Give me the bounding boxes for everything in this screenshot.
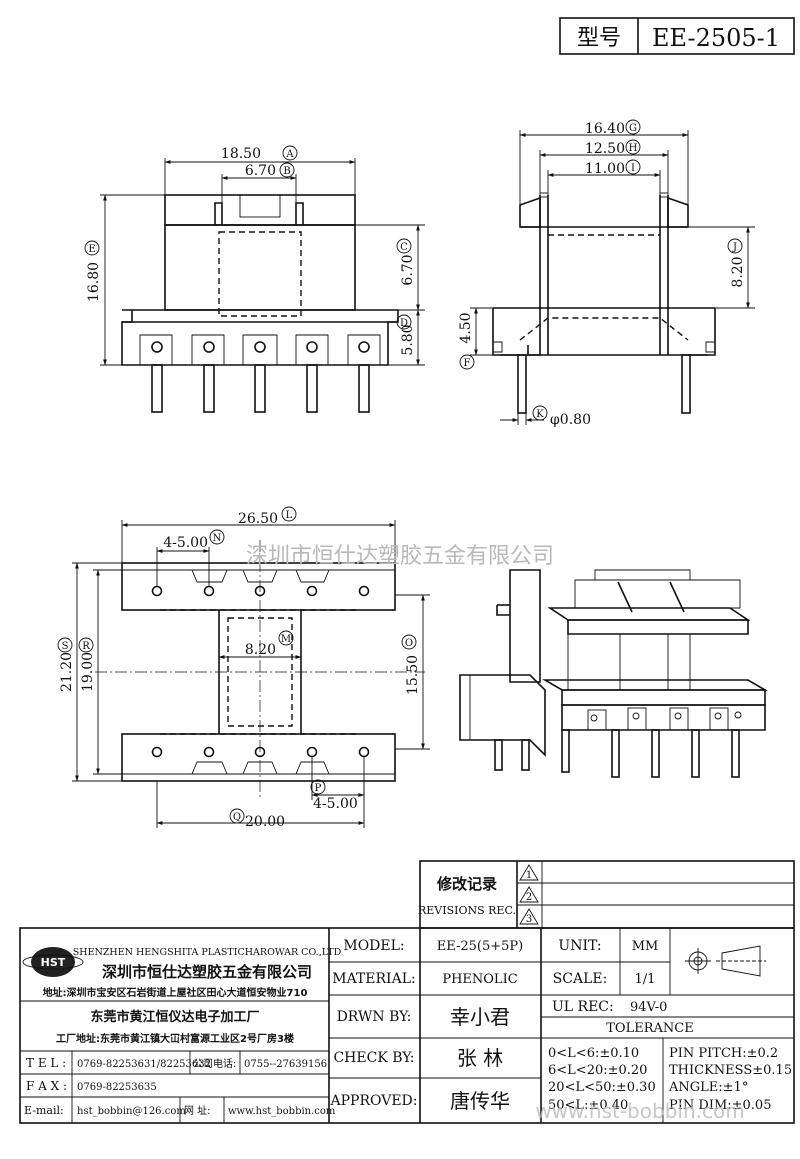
part-number: EE-2505-1 bbox=[652, 24, 780, 52]
svg-text:APPROVED:: APPROVED: bbox=[330, 1093, 418, 1109]
revisions-label-cn: 修改记录 bbox=[436, 875, 497, 893]
svg-text:F: F bbox=[464, 358, 471, 369]
svg-text:张 林: 张 林 bbox=[457, 1046, 503, 1070]
svg-text:19.00: 19.00 bbox=[80, 652, 96, 692]
center-watermark: 深圳市恒仕达塑胶五金有限公司 bbox=[246, 544, 554, 569]
svg-text:ANGLE:±1°: ANGLE:±1° bbox=[668, 1080, 748, 1095]
revision-block: 修改记录 REVISIONS REC. 1 2 3 bbox=[418, 860, 795, 929]
part-number-box: 型号 EE-2505-1 bbox=[559, 17, 795, 55]
revisions-label-en: REVISIONS REC. bbox=[418, 904, 516, 917]
svg-text:公司电话:: 公司电话: bbox=[193, 1057, 236, 1070]
svg-text:PIN DIM:±0.05: PIN DIM:±0.05 bbox=[669, 1098, 771, 1113]
svg-text:4-5.00: 4-5.00 bbox=[163, 535, 208, 551]
front-view: 18.50 A 6.70 B 16.80 E 6.70 C 5.80 D bbox=[84, 145, 425, 413]
svg-text:5.80: 5.80 bbox=[400, 324, 416, 355]
svg-text:N: N bbox=[213, 533, 222, 544]
svg-text:TOLERANCE: TOLERANCE bbox=[606, 1021, 693, 1036]
svg-text:www.hst_bobbin.com: www.hst_bobbin.com bbox=[228, 1106, 336, 1117]
svg-text:EE-25(5+5P): EE-25(5+5P) bbox=[437, 939, 523, 954]
svg-text:φ0.80: φ0.80 bbox=[550, 412, 591, 428]
svg-text:4.50: 4.50 bbox=[458, 312, 474, 343]
svg-text:6.70: 6.70 bbox=[245, 163, 276, 179]
company-name-en: SHENZHEN HENGSHITA PLASTICHAROWAR CO.,LT… bbox=[73, 947, 342, 958]
svg-text:UL REC:: UL REC: bbox=[552, 999, 614, 1015]
svg-text:1: 1 bbox=[526, 870, 532, 881]
svg-text:8.20: 8.20 bbox=[245, 642, 276, 658]
type-label: 型号 bbox=[577, 26, 621, 51]
svg-text:B: B bbox=[283, 166, 290, 177]
svg-text:唐传华: 唐传华 bbox=[450, 1089, 510, 1113]
svg-text:P: P bbox=[315, 783, 322, 794]
svg-text:18.50: 18.50 bbox=[221, 146, 261, 162]
svg-text:hst_bobbin@126.com: hst_bobbin@126.com bbox=[77, 1106, 186, 1117]
svg-text:Q: Q bbox=[233, 812, 241, 823]
svg-text:HST: HST bbox=[41, 956, 66, 969]
svg-text:MATERIAL:: MATERIAL: bbox=[332, 971, 415, 987]
svg-text:E: E bbox=[88, 244, 95, 255]
svg-text:21.20: 21.20 bbox=[59, 652, 75, 692]
svg-text:O: O bbox=[405, 638, 413, 649]
svg-text:J: J bbox=[732, 242, 737, 253]
svg-text:S: S bbox=[62, 641, 69, 652]
svg-text:26.50: 26.50 bbox=[238, 511, 278, 527]
svg-text:20.00: 20.00 bbox=[245, 814, 285, 830]
factory-address: 工厂地址:东莞市黄江镇大冚村富源工业区2号厂房3楼 bbox=[56, 1032, 294, 1045]
svg-text:12.50: 12.50 bbox=[585, 141, 625, 157]
svg-text:幸小君: 幸小君 bbox=[450, 1005, 510, 1029]
svg-text:PIN PITCH:±0.2: PIN PITCH:±0.2 bbox=[669, 1046, 778, 1061]
bottom-watermark: www.hst-bobbin.com bbox=[535, 1099, 744, 1123]
svg-text:F A X :: F A X : bbox=[26, 1079, 67, 1093]
svg-text:0769-82253631/82253632: 0769-82253631/82253632 bbox=[77, 1059, 211, 1070]
svg-text:0<L<6:±0.10: 0<L<6:±0.10 bbox=[548, 1046, 639, 1061]
company-address: 地址:深圳市宝安区石岩街道上屋社区田心大道恒安物业710 bbox=[43, 986, 308, 999]
svg-text:C: C bbox=[400, 242, 408, 253]
company-name-cn: 深圳市恒仕达塑胶五金有限公司 bbox=[102, 963, 312, 981]
svg-text:20<L<50:±0.30: 20<L<50:±0.30 bbox=[548, 1080, 656, 1095]
svg-text:16.40: 16.40 bbox=[585, 121, 625, 137]
svg-text:I: I bbox=[631, 163, 635, 174]
svg-text:THICKNESS±0.15: THICKNESS±0.15 bbox=[669, 1063, 792, 1078]
svg-text:E-mail:: E-mail: bbox=[24, 1104, 64, 1117]
svg-text:G: G bbox=[629, 123, 637, 134]
svg-text:6<L<20:±0.20: 6<L<20:±0.20 bbox=[548, 1063, 647, 1078]
svg-text:CHECK BY:: CHECK BY: bbox=[333, 1050, 414, 1066]
svg-text:0755--27639156: 0755--27639156 bbox=[244, 1059, 327, 1070]
svg-text:T E L :: T E L : bbox=[26, 1056, 66, 1070]
svg-text:50<L:±0.40: 50<L:±0.40 bbox=[548, 1098, 628, 1113]
top-view: 26.50 L 4-5.00 N 8.20 M 21.20 S 19.00 R … bbox=[57, 506, 430, 830]
svg-text:A: A bbox=[285, 149, 294, 160]
svg-text:网 址:: 网 址: bbox=[184, 1104, 211, 1117]
side-view: 16.40 G 12.50 H 11.00 I 8.20 J 4.50 F K … bbox=[458, 119, 755, 428]
svg-text:MM: MM bbox=[632, 939, 659, 954]
svg-text:PHENOLIC: PHENOLIC bbox=[442, 972, 517, 987]
svg-text:8.20: 8.20 bbox=[730, 256, 746, 287]
title-block: HST SHENZHEN HENGSHITA PLASTICHAROWAR CO… bbox=[19, 927, 795, 1124]
isometric-view bbox=[459, 569, 768, 778]
svg-text:15.50: 15.50 bbox=[405, 655, 421, 695]
svg-text:SCALE:: SCALE: bbox=[553, 971, 608, 987]
svg-text:K: K bbox=[536, 409, 544, 420]
svg-text:2: 2 bbox=[526, 892, 532, 903]
svg-text:6.70: 6.70 bbox=[400, 254, 416, 285]
svg-text:M: M bbox=[281, 634, 291, 645]
projection-symbol-icon bbox=[685, 945, 766, 977]
svg-text:DRWN BY:: DRWN BY: bbox=[337, 1009, 412, 1025]
svg-text:94V-0: 94V-0 bbox=[630, 1000, 667, 1015]
svg-text:0769-82253635: 0769-82253635 bbox=[77, 1082, 157, 1093]
svg-text:11.00: 11.00 bbox=[585, 161, 625, 177]
svg-text:1/1: 1/1 bbox=[635, 972, 656, 987]
svg-text:R: R bbox=[82, 641, 90, 652]
svg-text:D: D bbox=[400, 318, 408, 329]
company-logo: HST bbox=[22, 947, 84, 977]
svg-text:L: L bbox=[286, 510, 293, 521]
svg-text:4-5.00: 4-5.00 bbox=[313, 796, 358, 812]
factory-name: 东莞市黄江恒仪达电子加工厂 bbox=[90, 1009, 259, 1025]
svg-text:UNIT:: UNIT: bbox=[558, 938, 601, 954]
svg-text:16.80: 16.80 bbox=[86, 262, 102, 302]
svg-text:3: 3 bbox=[526, 914, 532, 925]
svg-text:H: H bbox=[629, 143, 638, 154]
svg-text:MODEL:: MODEL: bbox=[343, 938, 404, 954]
